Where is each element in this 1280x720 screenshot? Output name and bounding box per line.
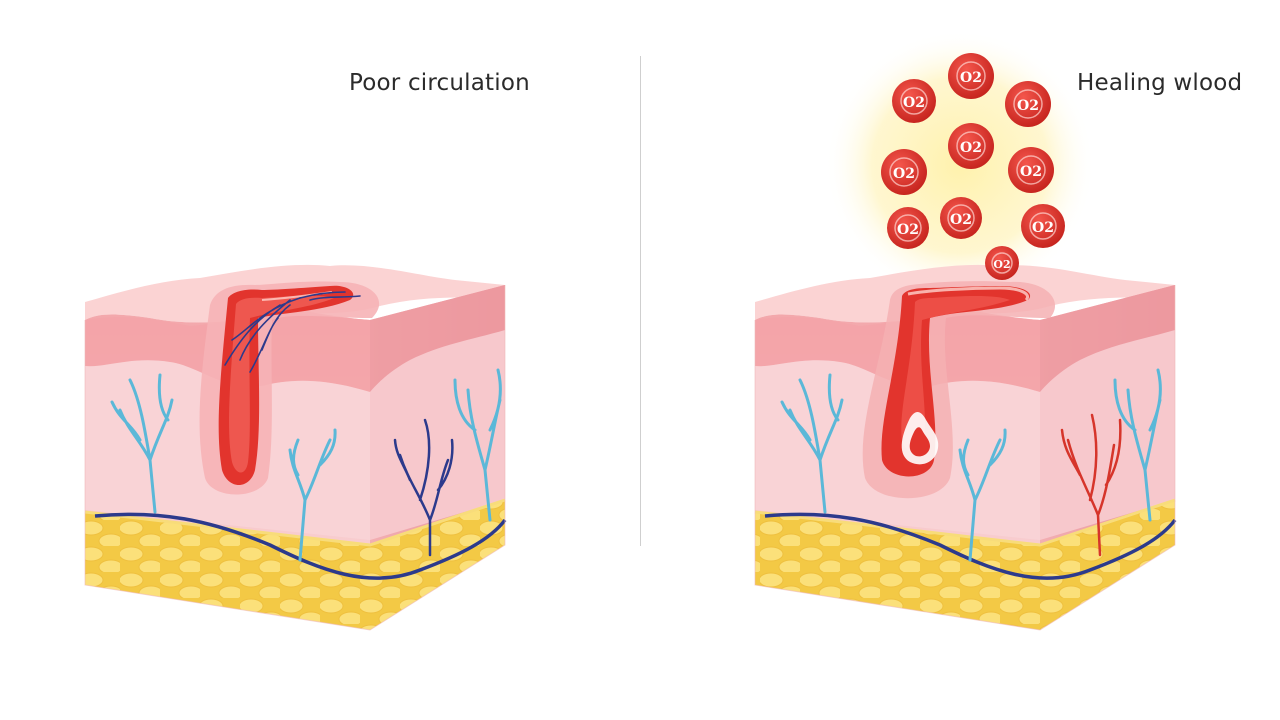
oxygen-cells: O2 O2 O2 O2 O2 O2 O2 — [881, 53, 1065, 280]
healing-blood-skin-diagram: O2 O2 O2 O2 O2 O2 O2 — [754, 30, 1177, 631]
vein-branches — [393, 418, 454, 557]
oxygen-cell: O2 — [985, 246, 1019, 280]
oxygen-cell: O2 — [887, 207, 929, 249]
healing-wound — [862, 281, 1056, 499]
svg-text:O2: O2 — [960, 70, 982, 86]
oxygen-cell: O2 — [892, 79, 936, 123]
svg-text:O2: O2 — [993, 258, 1010, 271]
subcutaneous-fat-layer — [84, 498, 506, 630]
svg-text:O2: O2 — [1032, 220, 1054, 236]
svg-text:O2: O2 — [897, 222, 919, 238]
capillary-network — [780, 368, 1162, 562]
oxygen-cell: O2 — [881, 149, 927, 195]
left-panel-title: Poor circulation — [349, 70, 530, 96]
svg-text:O2: O2 — [950, 212, 972, 228]
svg-text:O2: O2 — [893, 166, 915, 182]
oxygen-cell: O2 — [1008, 147, 1054, 193]
main-vein — [94, 512, 507, 580]
capillary-network — [110, 368, 502, 562]
subcutaneous-fat-layer — [754, 498, 1176, 630]
svg-text:O2: O2 — [1017, 98, 1039, 114]
poor-circulation-skin-diagram — [84, 264, 507, 631]
oxygen-cell: O2 — [1005, 81, 1051, 127]
right-panel-title: Healing wlood — [1077, 70, 1243, 96]
panel-divider — [640, 56, 641, 546]
svg-text:O2: O2 — [903, 95, 925, 111]
artery-branches — [1060, 413, 1122, 557]
oxygen-cell: O2 — [948, 53, 994, 99]
svg-text:O2: O2 — [1020, 164, 1042, 180]
damaged-vessels — [224, 291, 361, 373]
main-vein — [764, 512, 1177, 580]
oxygen-cell: O2 — [1021, 204, 1065, 248]
oxygen-cell: O2 — [948, 123, 994, 169]
oxygen-cell: O2 — [940, 197, 982, 239]
svg-text:O2: O2 — [960, 140, 982, 156]
